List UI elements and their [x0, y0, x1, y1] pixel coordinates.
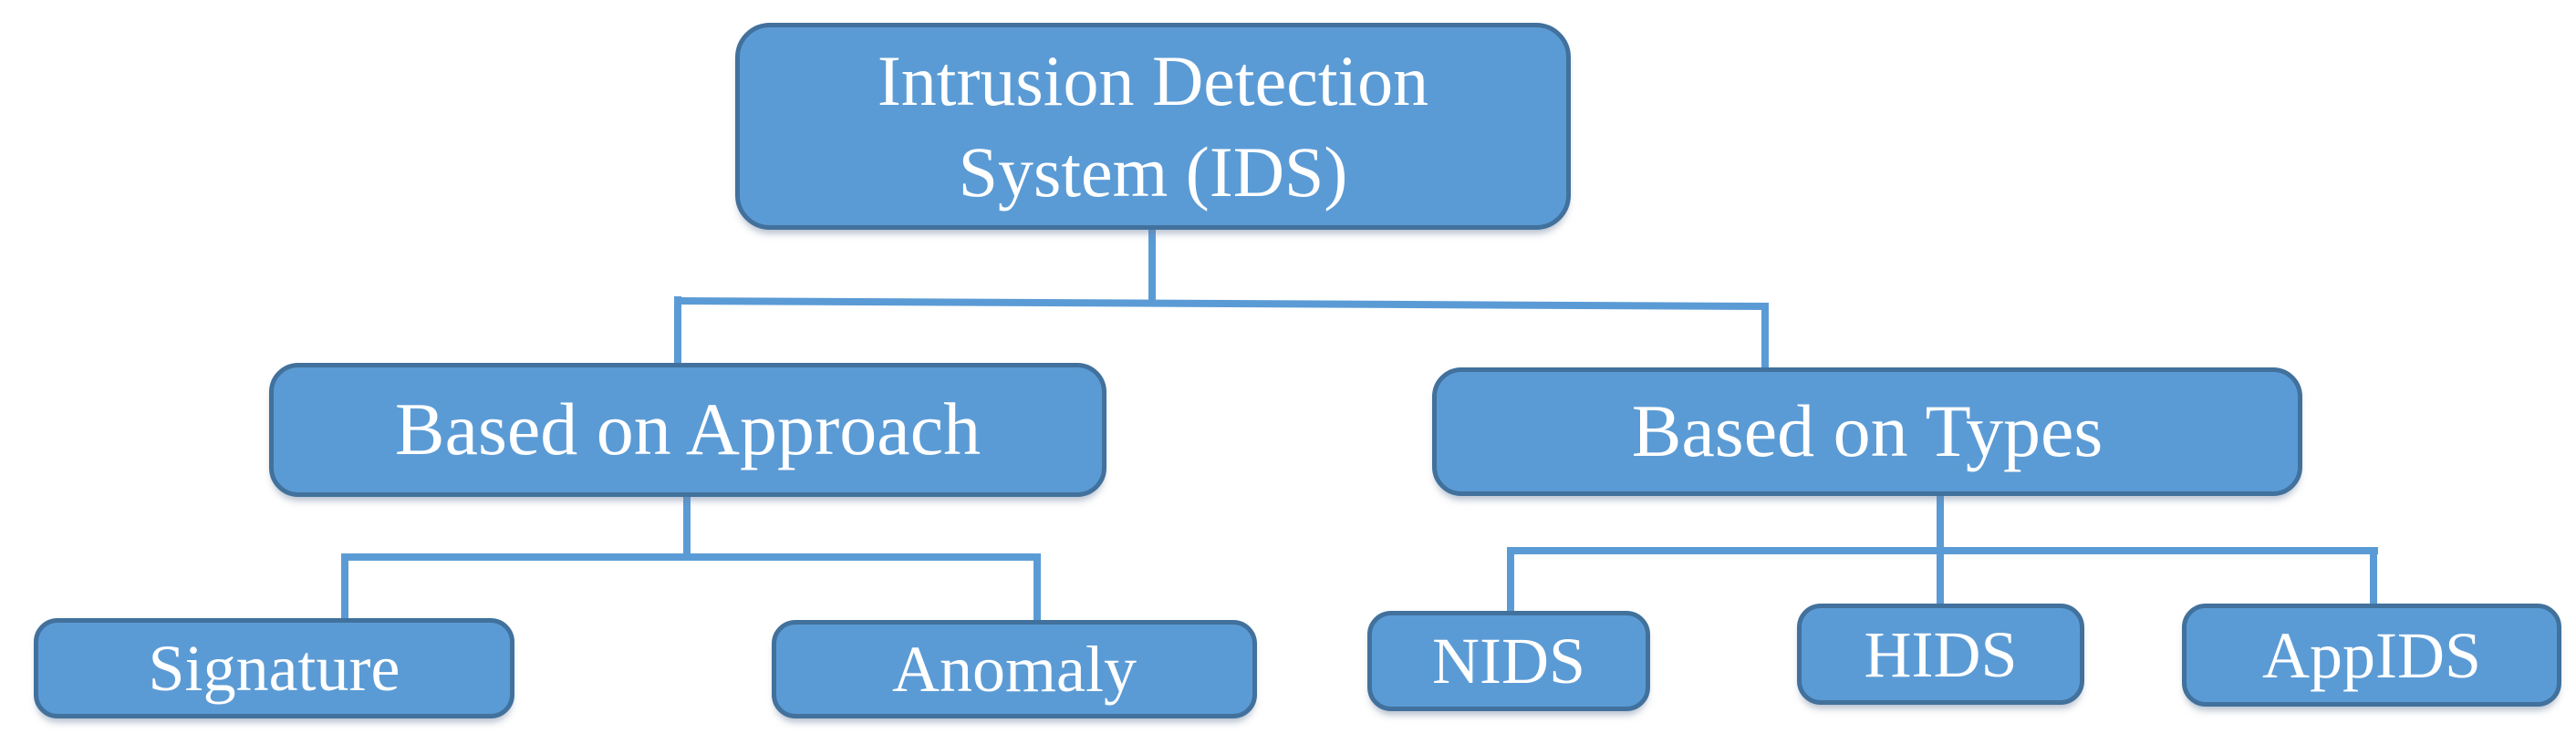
node-based-on-approach: Based on Approach [269, 363, 1106, 497]
node-based-on-types: Based on Types [1432, 367, 2302, 496]
node-label: HIDS [1864, 617, 2018, 691]
node-label: Based on Approach [394, 387, 982, 471]
connector-level1-bar [674, 297, 1769, 310]
node-label: Based on Types [1631, 389, 2103, 473]
node-label-line-2: System (IDS) [958, 131, 1348, 212]
node-label-line-1: Intrusion Detection [877, 41, 1429, 121]
node-label: Signature [148, 632, 400, 705]
node-nids: NIDS [1367, 611, 1650, 711]
node-signature: Signature [34, 618, 514, 718]
node-hids: HIDS [1797, 604, 2084, 705]
node-intrusion-detection-system: Intrusion Detection System (IDS) [735, 23, 1571, 230]
node-label: NIDS [1431, 625, 1585, 697]
node-label: Anomaly [892, 633, 1137, 706]
node-appids: AppIDS [2182, 604, 2561, 707]
node-anomaly: Anomaly [772, 620, 1257, 718]
node-label: AppIDS [2261, 618, 2481, 692]
